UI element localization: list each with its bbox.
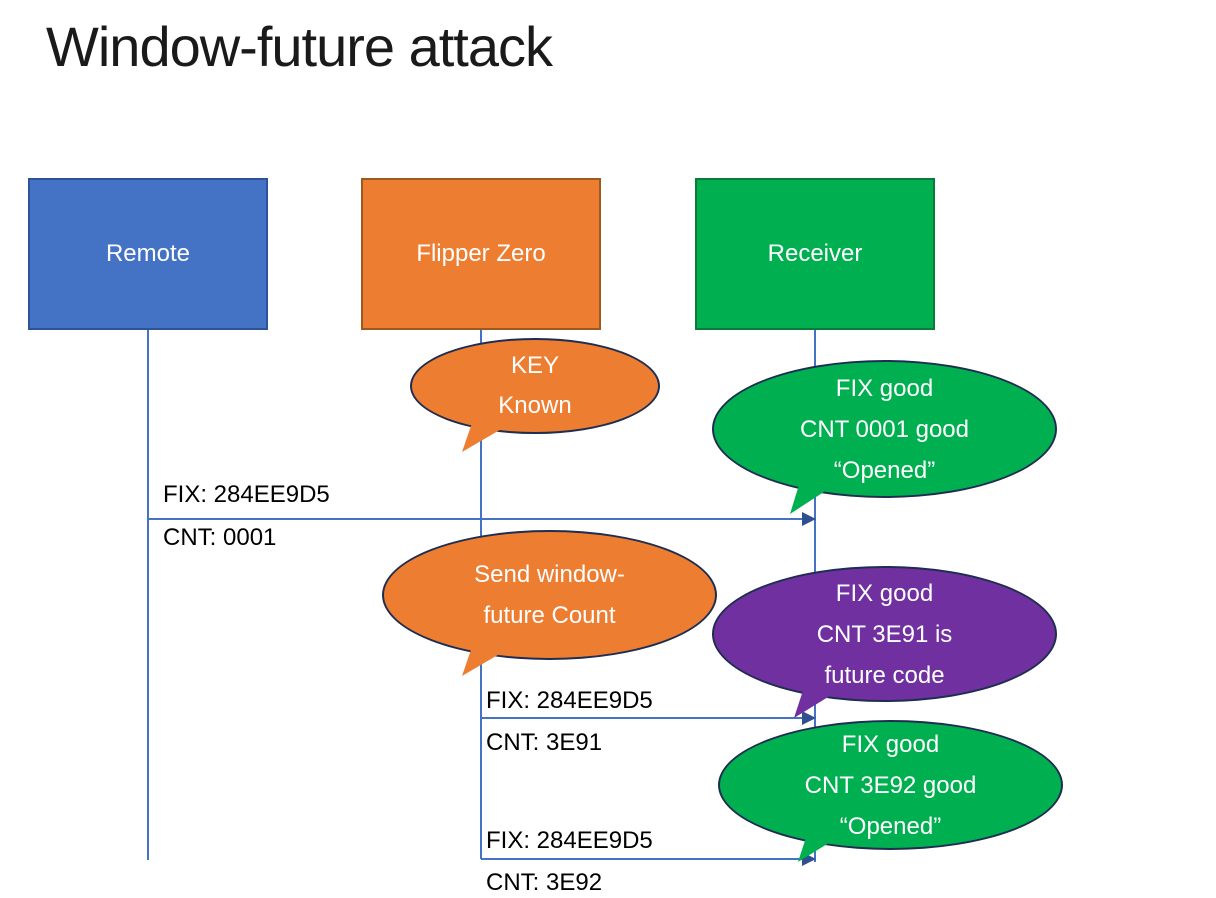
actor-label-flipper-zero: Flipper Zero	[416, 240, 546, 267]
bubble-text-line: FIX good	[835, 579, 934, 607]
message-1-fix-label: FIX: 284EE9D5	[163, 481, 330, 508]
speech-bubble-cnt-3e91-future: FIX good CNT 3E91 is future code	[712, 566, 1057, 702]
actor-box-flipper-zero: Flipper Zero	[361, 178, 601, 330]
bubble-text-line: future Count	[483, 602, 616, 629]
bubble-text-line: Send window-	[474, 561, 625, 588]
message-1-cnt-label: CNT: 0001	[163, 524, 277, 551]
bubble-text-line: KEY	[510, 352, 560, 379]
arrowhead-icon	[802, 711, 816, 725]
message-line-3	[481, 858, 804, 860]
actor-box-remote: Remote	[28, 178, 268, 330]
actor-box-receiver: Receiver	[695, 178, 935, 330]
message-2-cnt-label: CNT: 3E91	[486, 729, 603, 756]
message-2-fix-label: FIX: 284EE9D5	[486, 687, 653, 714]
slide-title: Window-future attack	[46, 15, 553, 78]
bubble-text-line: “Opened”	[833, 456, 936, 484]
actor-label-remote: Remote	[105, 240, 191, 267]
speech-bubble-cnt-0001-good: FIX good CNT 0001 good “Opened”	[712, 360, 1057, 498]
arrowhead-icon	[802, 512, 816, 526]
bubble-text-line: Known	[498, 392, 572, 419]
bubble-text-line: FIX good	[841, 730, 940, 758]
bubble-text-line: CNT 3E91 is	[816, 620, 953, 648]
message-3-cnt-label: CNT: 3E92	[486, 869, 603, 896]
bubble-text-line: FIX good	[835, 374, 934, 402]
lifeline-remote	[147, 330, 149, 860]
message-line-1	[148, 518, 804, 520]
speech-bubble-key-known: KEY Known	[410, 338, 660, 434]
bubble-text-line: “Opened”	[839, 812, 942, 840]
bubble-text-line: CNT 0001 good	[799, 415, 969, 443]
bubble-text-line: future code	[824, 661, 945, 689]
message-line-2	[481, 717, 804, 719]
bubble-text-line: CNT 3E92 good	[804, 771, 977, 799]
speech-bubble-cnt-3e92-good: FIX good CNT 3E92 good “Opened”	[718, 720, 1063, 850]
speech-bubble-send-window-future: Send window- future Count	[382, 530, 717, 660]
actor-label-receiver: Receiver	[767, 240, 863, 267]
message-3-fix-label: FIX: 284EE9D5	[486, 827, 653, 854]
